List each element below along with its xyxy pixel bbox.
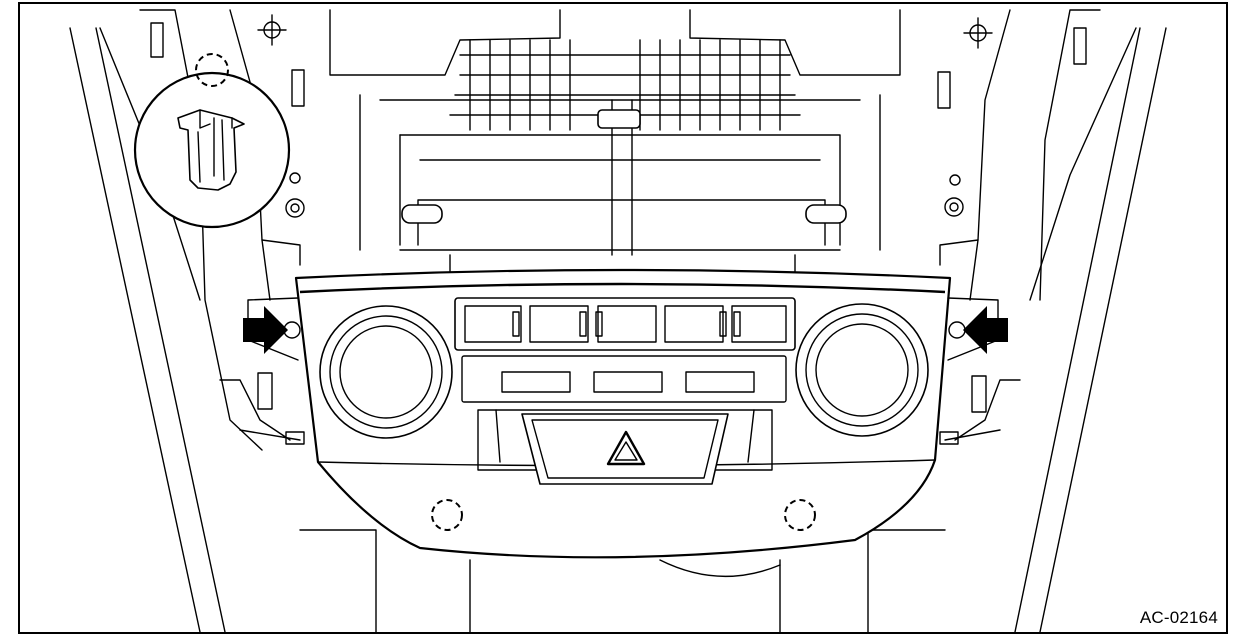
button-1 bbox=[464, 305, 522, 343]
diagram-frame bbox=[18, 2, 1228, 634]
clip-detail-callout bbox=[133, 53, 291, 229]
lower-clip-marker-left bbox=[431, 499, 463, 531]
button-8 bbox=[685, 371, 755, 393]
button-2 bbox=[529, 305, 589, 343]
button-4 bbox=[664, 305, 724, 343]
hvac-control-panel bbox=[247, 268, 999, 559]
button-5 bbox=[731, 305, 787, 343]
button-bank bbox=[454, 297, 796, 403]
arrow-right-icon bbox=[243, 306, 301, 354]
clip-location-marker bbox=[195, 53, 229, 87]
dashboard-background bbox=[69, 9, 1167, 633]
temperature-knob-left bbox=[319, 305, 453, 439]
temperature-knob-right bbox=[795, 303, 929, 437]
clip-detail-icon bbox=[177, 109, 245, 191]
lower-clip-marker-right bbox=[784, 499, 816, 531]
button-7 bbox=[593, 371, 663, 393]
button-3 bbox=[597, 305, 657, 343]
arrow-left-icon bbox=[948, 306, 1008, 354]
figure-id-label: AC-02164 bbox=[1139, 608, 1218, 627]
hazard-switch bbox=[477, 409, 773, 485]
button-6 bbox=[501, 371, 571, 393]
vent-grid bbox=[449, 39, 801, 131]
